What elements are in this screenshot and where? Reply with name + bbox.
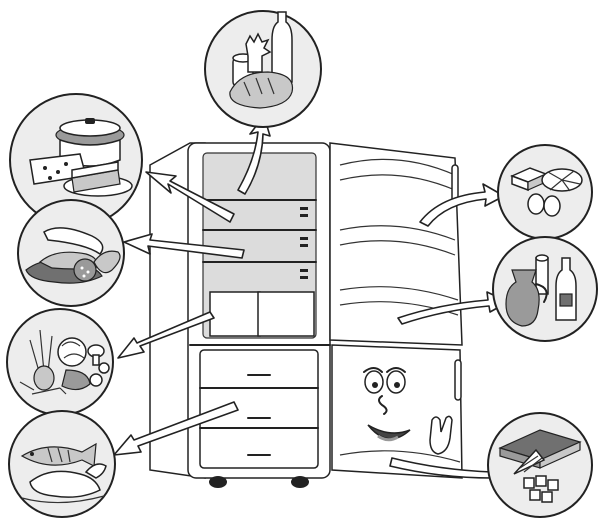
bubble-upper-left xyxy=(9,93,143,227)
ice-cream-ice-cubes-icon xyxy=(498,429,582,503)
bubble-bottom-left xyxy=(8,410,116,518)
bubble-middle-left xyxy=(17,199,125,307)
foot-right xyxy=(291,476,309,488)
arrow-top xyxy=(237,115,271,195)
bubble-top xyxy=(204,10,322,128)
arrow-upper-door xyxy=(419,183,505,227)
foot-left xyxy=(209,476,227,488)
waving-hand xyxy=(429,415,453,455)
bread-bottle-cans-icon xyxy=(229,11,294,109)
bubble-upper-right xyxy=(497,144,593,240)
arrow-middle-shelf xyxy=(123,233,245,259)
bubble-bottom-right xyxy=(487,412,593,518)
fish-poultry-icon xyxy=(20,442,107,504)
butter-cheese-eggs-icon xyxy=(510,167,583,217)
lower-door xyxy=(331,344,463,479)
crisper-right xyxy=(257,291,315,337)
arrow-crisper xyxy=(117,311,215,359)
fridge xyxy=(149,142,331,488)
arrows xyxy=(113,115,513,485)
upper-door xyxy=(329,142,463,346)
cartoon-face xyxy=(363,367,453,455)
crisper-left xyxy=(209,291,261,337)
arrow-freezer-drawer xyxy=(113,401,239,456)
jug-bottles-icon xyxy=(505,254,577,327)
vegetables-icon xyxy=(19,329,110,395)
arrow-upper-shelf xyxy=(145,171,235,223)
pot-cheese-cake-icon xyxy=(29,118,133,197)
bubble-lower-left xyxy=(6,308,114,416)
freezer xyxy=(199,349,319,469)
bubble-middle-right xyxy=(492,236,598,342)
sausages-meat-icon xyxy=(25,227,121,284)
